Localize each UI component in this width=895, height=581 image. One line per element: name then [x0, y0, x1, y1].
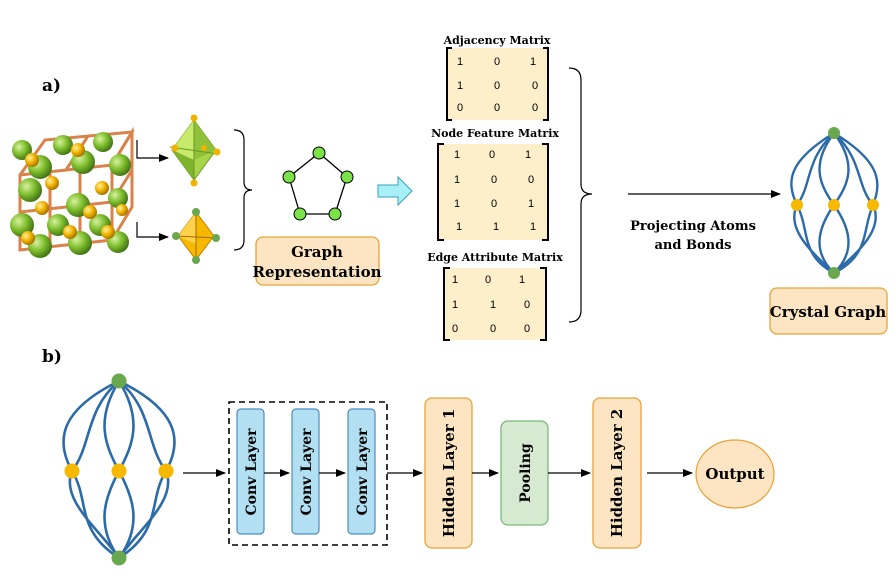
- nf-r3-c0: 1: [456, 221, 462, 233]
- adj-r1-c1: 0: [494, 80, 500, 92]
- arrow-crystal-to-gold-octahedron: [136, 222, 169, 241]
- edge-attribute-matrix: Edge Attribute Matrix 1 0 1 1 1 0 0 0 0: [427, 251, 563, 341]
- nf-r1-c2: 0: [528, 174, 534, 186]
- pooling-layer: Pooling: [500, 420, 549, 526]
- conv-layer-2-label: Conv Layer: [299, 428, 315, 516]
- adj-r0-c0: 1: [457, 56, 463, 68]
- adj-r2-c2: 0: [532, 102, 538, 114]
- crystal-graph: [790, 127, 879, 279]
- node-feature-matrix-title: Node Feature Matrix: [431, 127, 559, 140]
- conv-layer-3: Conv Layer: [347, 408, 376, 535]
- ea-r1-c1: 1: [490, 299, 496, 311]
- ea-r0-c2: 1: [519, 274, 525, 286]
- panel-b-label: b): [42, 347, 62, 367]
- crystal-graph-box: Crystal Graph: [769, 287, 888, 335]
- nf-r3-c2: 1: [530, 221, 536, 233]
- nf-r2-c1: 0: [491, 198, 497, 210]
- arrow-crystal-to-green-octahedron: [136, 140, 169, 162]
- ea-r1-c0: 1: [452, 299, 458, 311]
- projecting-label-line2: and Bonds: [654, 238, 731, 253]
- hidden-layer-2: Hidden Layer 2: [592, 397, 642, 549]
- nf-r2-c0: 1: [454, 198, 460, 210]
- adj-r2-c1: 0: [494, 102, 500, 114]
- nf-r0-c0: 1: [454, 149, 460, 161]
- ea-r1-c2: 0: [524, 299, 530, 311]
- output-node: Output: [695, 439, 775, 509]
- green-octahedron-image: [169, 114, 221, 187]
- conv-layers-group: [228, 401, 388, 546]
- conv-layer-3-label: Conv Layer: [355, 428, 371, 516]
- nf-r3-c1: 1: [493, 221, 499, 233]
- node-feature-matrix: Node Feature Matrix 1 0 1 1 0 0 1 0 1 1 …: [431, 127, 559, 241]
- ea-r0-c1: 0: [485, 274, 491, 286]
- nf-r1-c0: 1: [454, 174, 460, 186]
- hidden-layer-1-label: Hidden Layer 1: [440, 409, 458, 538]
- nf-r0-c1: 0: [489, 149, 495, 161]
- hidden-layer-1: Hidden Layer 1: [424, 397, 473, 549]
- adjacency-matrix: Adjacency Matrix 1 0 1 1 0 0 0 0 0: [443, 34, 551, 121]
- graph-representation-box: Graph Representation: [252, 236, 382, 286]
- conv-layer-1-label: Conv Layer: [244, 428, 260, 516]
- hidden-layer-2-label: Hidden Layer 2: [608, 409, 626, 538]
- crystal-graph-label: Crystal Graph: [770, 303, 886, 321]
- conv-layer-2: Conv Layer: [291, 408, 320, 535]
- nf-r1-c1: 0: [491, 174, 497, 186]
- projecting-label-line1: Projecting Atoms: [630, 219, 756, 234]
- adj-r1-c2: 0: [532, 80, 538, 92]
- brace-octahedra: [233, 129, 253, 251]
- nf-r2-c2: 1: [528, 198, 534, 210]
- output-label: Output: [705, 465, 764, 483]
- adjacency-matrix-title: Adjacency Matrix: [443, 34, 551, 47]
- graph-representation-line2: Representation: [252, 263, 381, 281]
- crystal-structure-image: [10, 126, 135, 258]
- ea-r2-c0: 0: [452, 323, 458, 335]
- nf-r0-c2: 1: [525, 149, 531, 161]
- input-crystal-graph: [62, 373, 176, 566]
- adj-r0-c2: 1: [530, 56, 536, 68]
- gold-octahedron-image: [172, 208, 220, 264]
- graph-representation-line1: Graph: [291, 243, 343, 261]
- cyan-arrow: [377, 175, 413, 207]
- brace-matrices: [568, 67, 593, 323]
- ea-r0-c0: 1: [452, 274, 458, 286]
- pentagon-graph: [282, 146, 354, 221]
- panel-a-label: a): [42, 76, 61, 96]
- adj-r0-c1: 0: [494, 56, 500, 68]
- conv-layer-1: Conv Layer: [236, 408, 265, 535]
- adj-r1-c0: 1: [457, 80, 463, 92]
- edge-attribute-matrix-title: Edge Attribute Matrix: [427, 251, 563, 264]
- adj-r2-c0: 0: [457, 102, 463, 114]
- ea-r2-c1: 0: [490, 323, 496, 335]
- pooling-label: Pooling: [518, 443, 534, 503]
- ea-r2-c2: 0: [524, 323, 530, 335]
